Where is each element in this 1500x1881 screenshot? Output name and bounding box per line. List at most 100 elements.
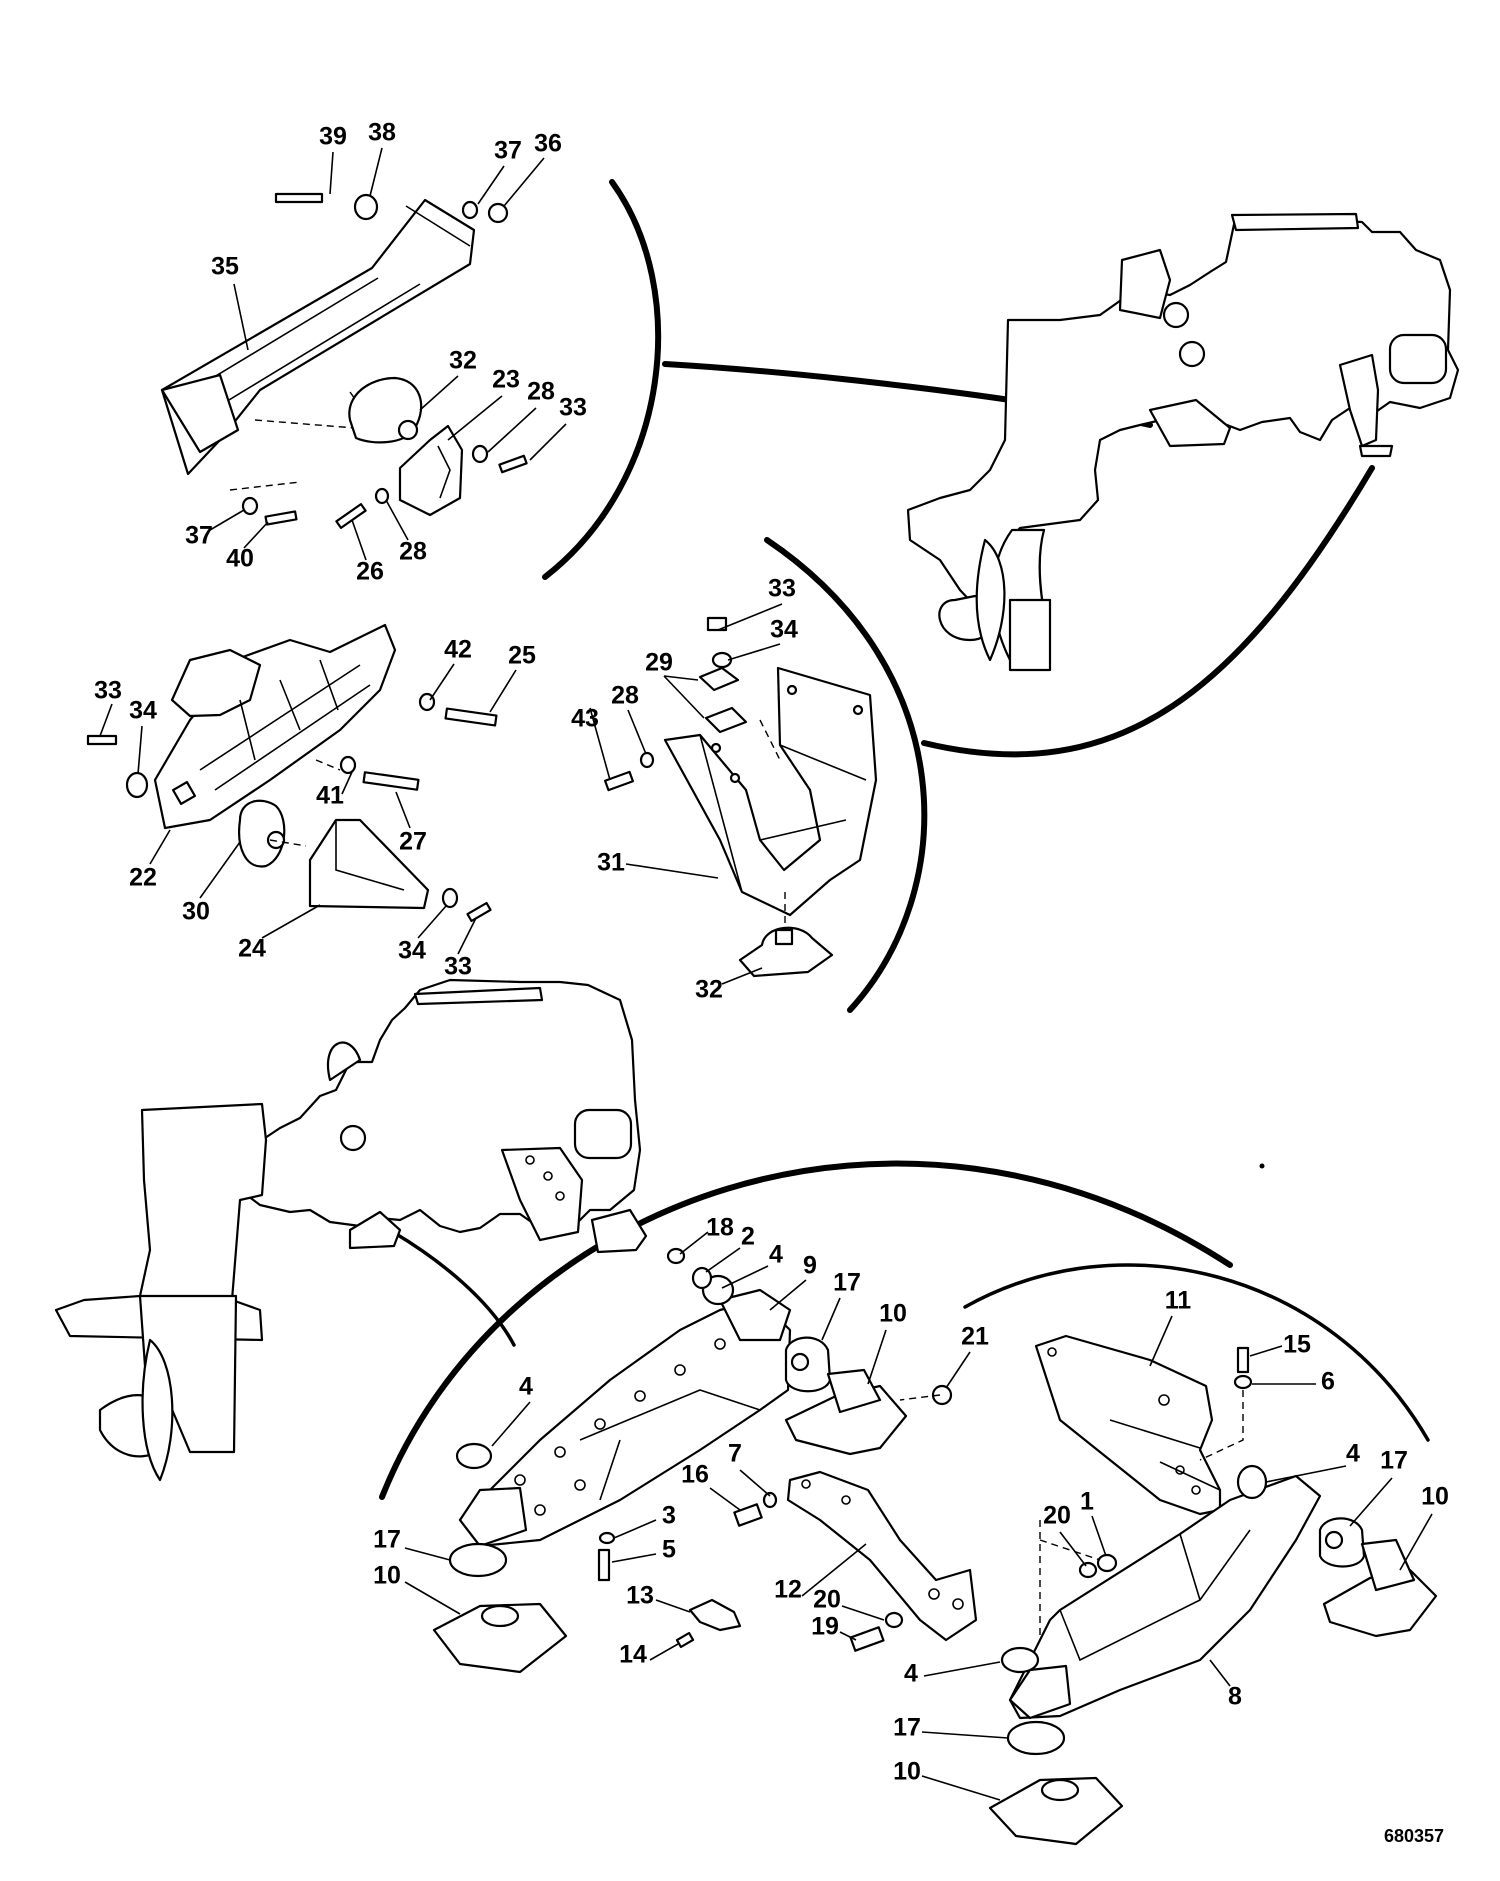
plate-hole-2 [554, 1446, 566, 1458]
part-label-l16: 16 [681, 1461, 709, 1489]
lower-parts [432, 1247, 1438, 1846]
part-label-l6: 6 [1321, 1368, 1335, 1396]
part-11-hole-3 [1175, 1465, 1185, 1475]
part-label-l4c: 4 [1346, 1440, 1360, 1468]
part-33-bolt-mid [466, 901, 492, 923]
part-label-l5: 5 [662, 1536, 676, 1564]
part-label-l1: 1 [1080, 1488, 1094, 1516]
part-8-foot [1008, 1664, 1072, 1720]
part-8-edges [1059, 1529, 1251, 1662]
mount-hole-3 [555, 1191, 565, 1201]
part-36-nut [487, 202, 509, 224]
part-label-l23: 23 [492, 366, 520, 394]
part-10-pad-left [432, 1602, 568, 1674]
part-6-washer [1233, 1374, 1253, 1390]
front-mount-lower [348, 1210, 402, 1250]
plate-hole-1 [514, 1474, 526, 1486]
part-32-nut-lower [774, 928, 794, 946]
part-label-l12: 12 [774, 1576, 802, 1604]
propeller-blade-lower [141, 1338, 174, 1482]
part-label-l11: 11 [1165, 1287, 1192, 1315]
figure-code: 680357 [1384, 1826, 1444, 1846]
part-20-washer-upper [1078, 1561, 1098, 1579]
arc-lower-large [379, 1160, 1233, 1500]
sterndrive-engine-upper [906, 212, 1460, 672]
part-43-bolt [603, 770, 635, 792]
part-17-cushion-left [448, 1542, 508, 1578]
part-34-washer-mid [441, 887, 459, 909]
part-26-bolt [335, 503, 367, 529]
plate-hole-7 [534, 1504, 546, 1516]
part-31-edges [699, 734, 867, 893]
plate-hole-8 [574, 1479, 586, 1491]
part-label-l24: 24 [238, 935, 266, 963]
engine-top-plate-lower [413, 986, 544, 1006]
part-41-washer [339, 755, 357, 775]
part-12-hole-3 [928, 1588, 940, 1600]
part-label-l28b: 28 [399, 538, 427, 566]
part-12-hole-1 [801, 1479, 811, 1489]
part-28-washer-upper [471, 444, 489, 464]
sterndrive-engine-lower [54, 978, 648, 1482]
engine-bracket-upper [1118, 248, 1172, 320]
part-label-l17a: 17 [833, 1269, 861, 1297]
middle-right-dash-lines [759, 719, 786, 930]
engine-bracket-eye [1162, 301, 1190, 329]
plate-hole-5 [674, 1364, 686, 1376]
part-label-l3: 3 [662, 1502, 676, 1530]
lower-dash-lines [899, 1390, 1244, 1640]
part-37-washer [461, 200, 479, 220]
engine-boss-lower [339, 1124, 367, 1152]
part-20-washer-lower [884, 1611, 904, 1629]
middle-left-parts [86, 623, 498, 923]
front-mount-ear [718, 1288, 792, 1342]
part-39-bolt [274, 192, 324, 204]
part-label-l18: 18 [706, 1214, 734, 1242]
part-label-l38: 38 [368, 119, 396, 147]
part-label-l40: 40 [226, 545, 254, 573]
part-10-pad-bottom [988, 1776, 1124, 1846]
part-label-l10a: 10 [879, 1300, 907, 1328]
part-label-l29: 29 [645, 649, 673, 677]
part-33-bolt-left [86, 734, 118, 746]
part-25-bolt [444, 707, 498, 727]
part-label-l33c: 33 [444, 953, 472, 981]
part-label-l34b: 34 [398, 937, 426, 965]
part-label-l8: 8 [1228, 1683, 1242, 1711]
drive-lower-unit-upper [1008, 598, 1052, 672]
part-35-crossmember [160, 198, 476, 476]
rear-mount-lower [590, 1208, 648, 1254]
rear-mount-lower-bracket [500, 1146, 584, 1242]
part-label-l13: 13 [626, 1582, 654, 1610]
part-11-hole-4 [1191, 1485, 1201, 1495]
part-33-bolt-upper [498, 454, 528, 474]
front-mount-upper [1148, 398, 1232, 448]
part-label-l25: 25 [508, 642, 536, 670]
part-label-l4d: 4 [904, 1660, 918, 1688]
part-22-upper-block [170, 648, 262, 718]
part-label-l32b: 32 [695, 976, 723, 1004]
part-13-clip [688, 1598, 742, 1632]
part-label-l36: 36 [534, 130, 562, 158]
arc-upper-left [542, 179, 662, 580]
part-10-pad-right-boss [1360, 1538, 1416, 1592]
mount-hole-1 [525, 1155, 535, 1165]
part-15-bolt [1236, 1346, 1250, 1374]
arc-middle-right [764, 537, 928, 1013]
part-label-l15: 15 [1283, 1331, 1311, 1359]
part-label-l22: 22 [129, 864, 157, 892]
part-label-l17c: 17 [373, 1526, 401, 1554]
part-22-ribs [199, 659, 371, 791]
stray-dot [1259, 1163, 1265, 1169]
part-1-nut [1096, 1553, 1118, 1573]
part-label-l43: 43 [571, 705, 599, 733]
part-10-pad-left-boss [480, 1604, 520, 1628]
part-29-plate-b [704, 706, 748, 734]
part-label-l30: 30 [182, 898, 210, 926]
part-7-washer [762, 1491, 778, 1509]
part-label-l20b: 20 [813, 1586, 841, 1614]
front-mount-foot-left [458, 1486, 528, 1548]
engine-hose-lower [327, 1041, 362, 1082]
part-32-mount-lower [738, 926, 834, 978]
